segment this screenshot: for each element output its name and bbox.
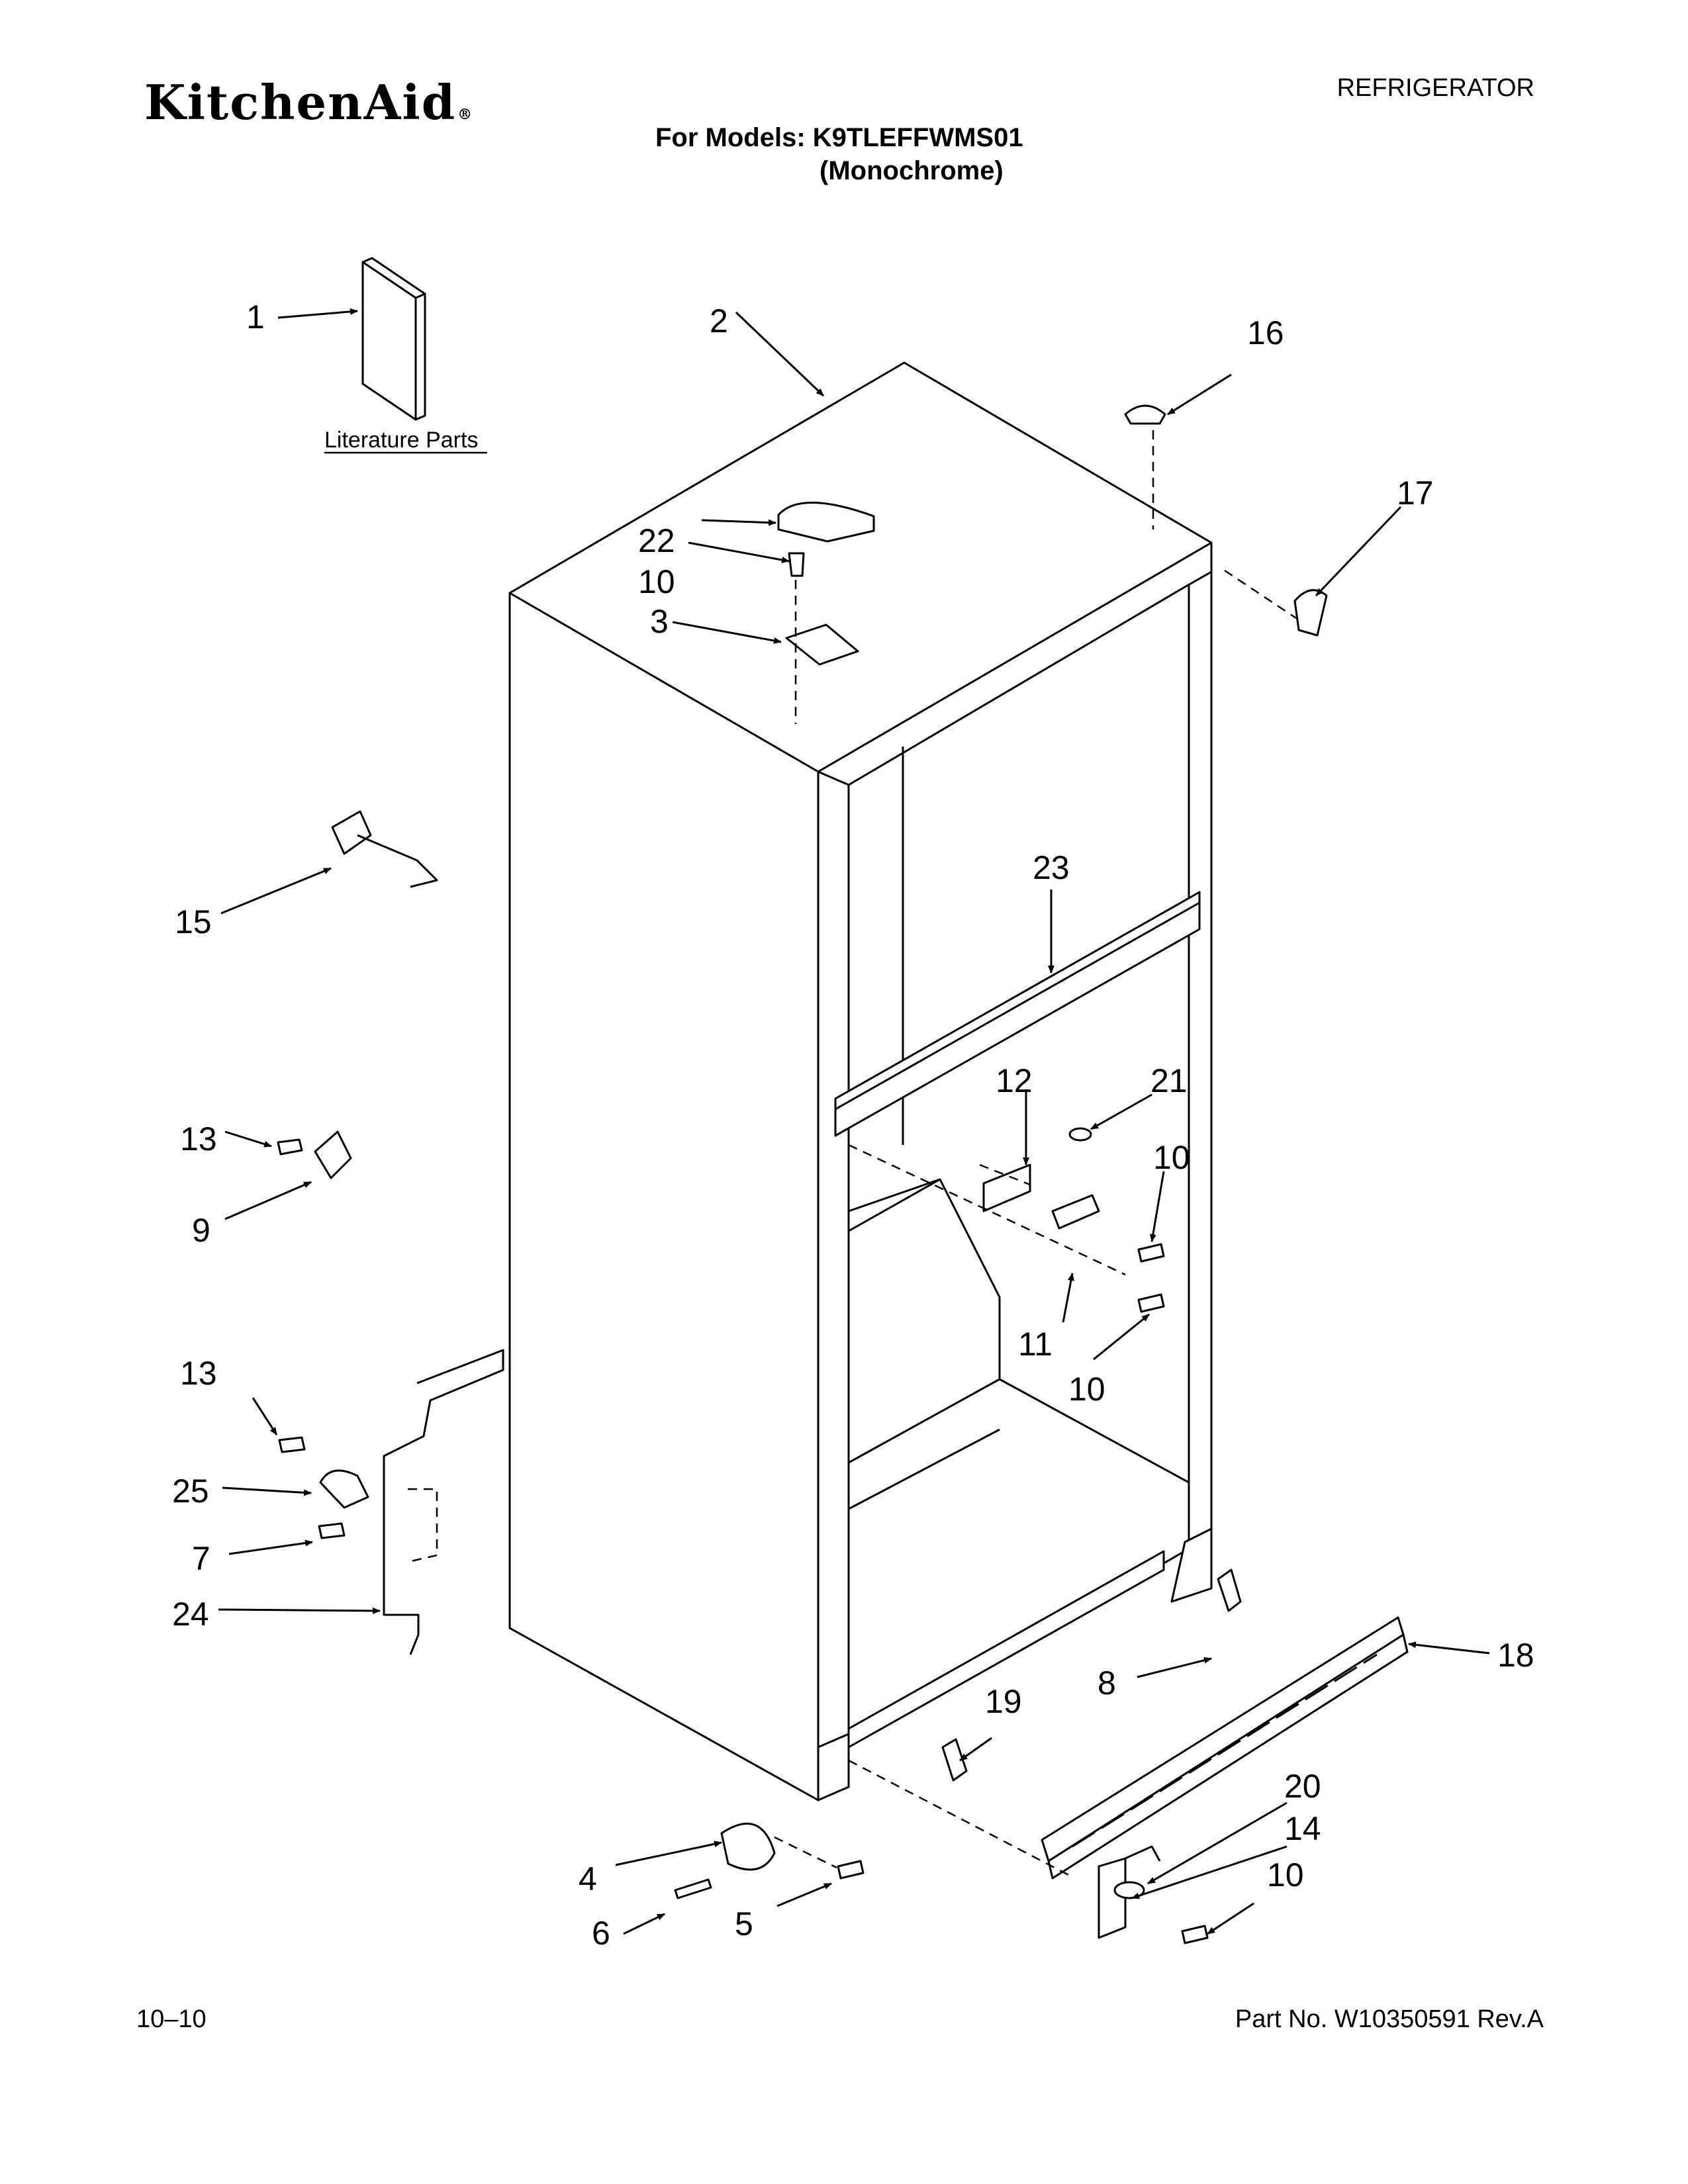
callout-19: 19 [985, 1683, 1022, 1720]
callout-7: 7 [192, 1540, 211, 1577]
literature-booklet [361, 257, 426, 421]
base-grille [1041, 1616, 1409, 1880]
callout-16: 16 [1247, 314, 1284, 351]
callout-24: 24 [172, 1596, 209, 1633]
part-number: Part No. W10350591 Rev.A [1235, 2005, 1544, 2033]
callout-17: 17 [1397, 475, 1434, 512]
callout-2: 2 [710, 302, 728, 340]
callout-13-upper: 13 [180, 1120, 217, 1158]
callout-10-right-lower: 10 [1068, 1371, 1105, 1408]
revision-date: 10–10 [136, 2005, 207, 2033]
callout-25: 25 [172, 1473, 209, 1510]
literature-parts-label: Literature Parts [324, 428, 478, 453]
models-line: For Models: K9TLEFFWMS01 [655, 123, 1023, 152]
callout-5: 5 [735, 1905, 753, 1942]
screw-icons [277, 552, 1209, 1944]
callout-1: 1 [246, 298, 265, 336]
model-variant: (Monochrome) [820, 156, 1004, 185]
callout-21: 21 [1150, 1062, 1188, 1099]
callout-10-top: 10 [638, 563, 675, 600]
brand-logo: KitchenAid® [144, 74, 473, 130]
callout-13-lower: 13 [180, 1355, 217, 1392]
product-category: REFRIGERATOR [1336, 74, 1534, 102]
callout-4: 4 [579, 1860, 597, 1897]
callout-11: 11 [1018, 1326, 1053, 1363]
callout-22: 22 [638, 522, 675, 559]
callout-10-bottom: 10 [1267, 1856, 1304, 1893]
callout-20: 20 [1284, 1768, 1321, 1805]
callout-6: 6 [592, 1915, 610, 1952]
callout-18: 18 [1497, 1637, 1534, 1674]
callout-15: 15 [175, 903, 212, 940]
callout-23: 23 [1033, 849, 1070, 886]
callout-10-right-upper: 10 [1153, 1139, 1190, 1176]
callout-14: 14 [1284, 1810, 1321, 1847]
brand-registered-mark: ® [457, 106, 474, 123]
callout-12: 12 [996, 1062, 1033, 1099]
divider-rail [834, 891, 1201, 1137]
callout-8: 8 [1098, 1664, 1116, 1702]
brand-name: KitchenAid [144, 74, 457, 130]
callout-3: 3 [650, 603, 669, 640]
callout-9: 9 [192, 1212, 211, 1249]
